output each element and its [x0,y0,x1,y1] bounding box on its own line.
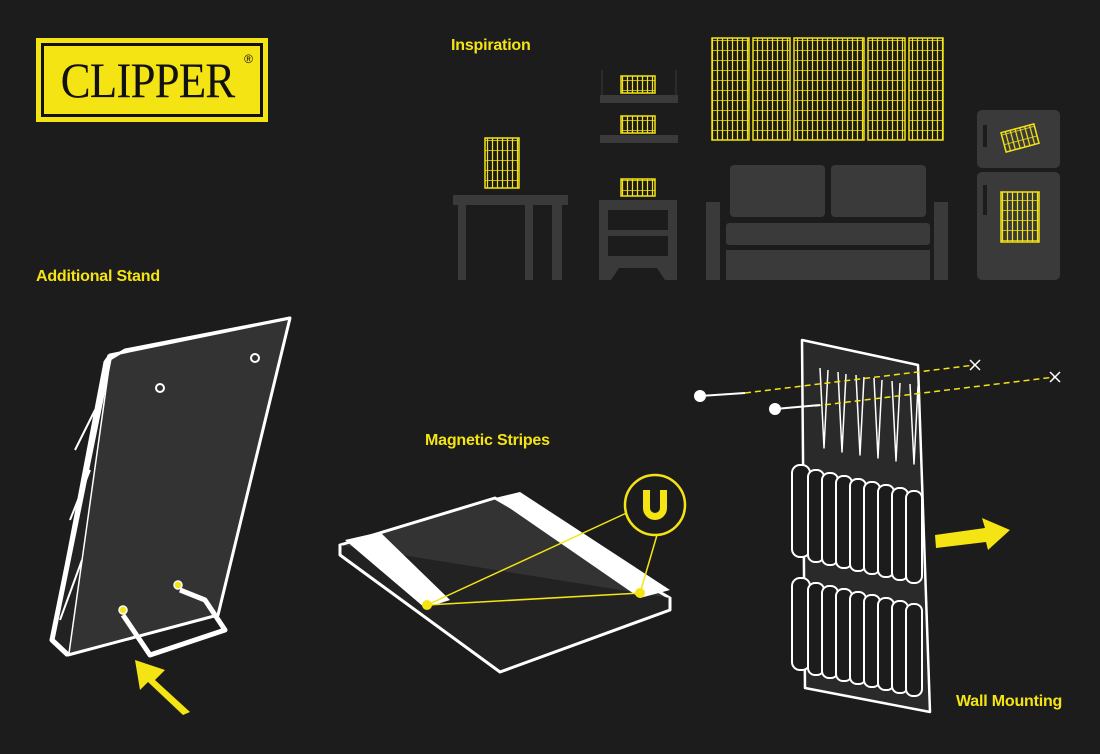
magnetic-stripes-heading: Magnetic Stripes [425,432,550,449]
arrow-icon [135,660,190,715]
sofa [706,165,948,280]
wall-mounting-heading: Wall Mounting [956,693,1063,710]
inspiration-scene [453,37,1060,280]
target-mark-icon [969,359,1061,383]
logo-text: CLIPPER [60,52,236,108]
lighter-displays [484,37,1040,243]
additional-stand-heading: Additional Stand [36,268,160,285]
inspiration-heading: Inspiration [451,37,531,54]
wall-shelves [600,70,678,143]
additional-stand-illustration [49,316,292,715]
clipper-logo: CLIPPER ® [36,38,268,122]
registered-mark: ® [244,52,253,66]
wall-mounting-illustration [694,338,1061,714]
arrow-icon [935,518,1010,550]
screw-icon [694,390,821,415]
magnetic-stripes-illustration [338,473,687,674]
side-table [453,195,568,280]
nightstand [599,200,677,280]
magnet-icon [643,490,667,520]
